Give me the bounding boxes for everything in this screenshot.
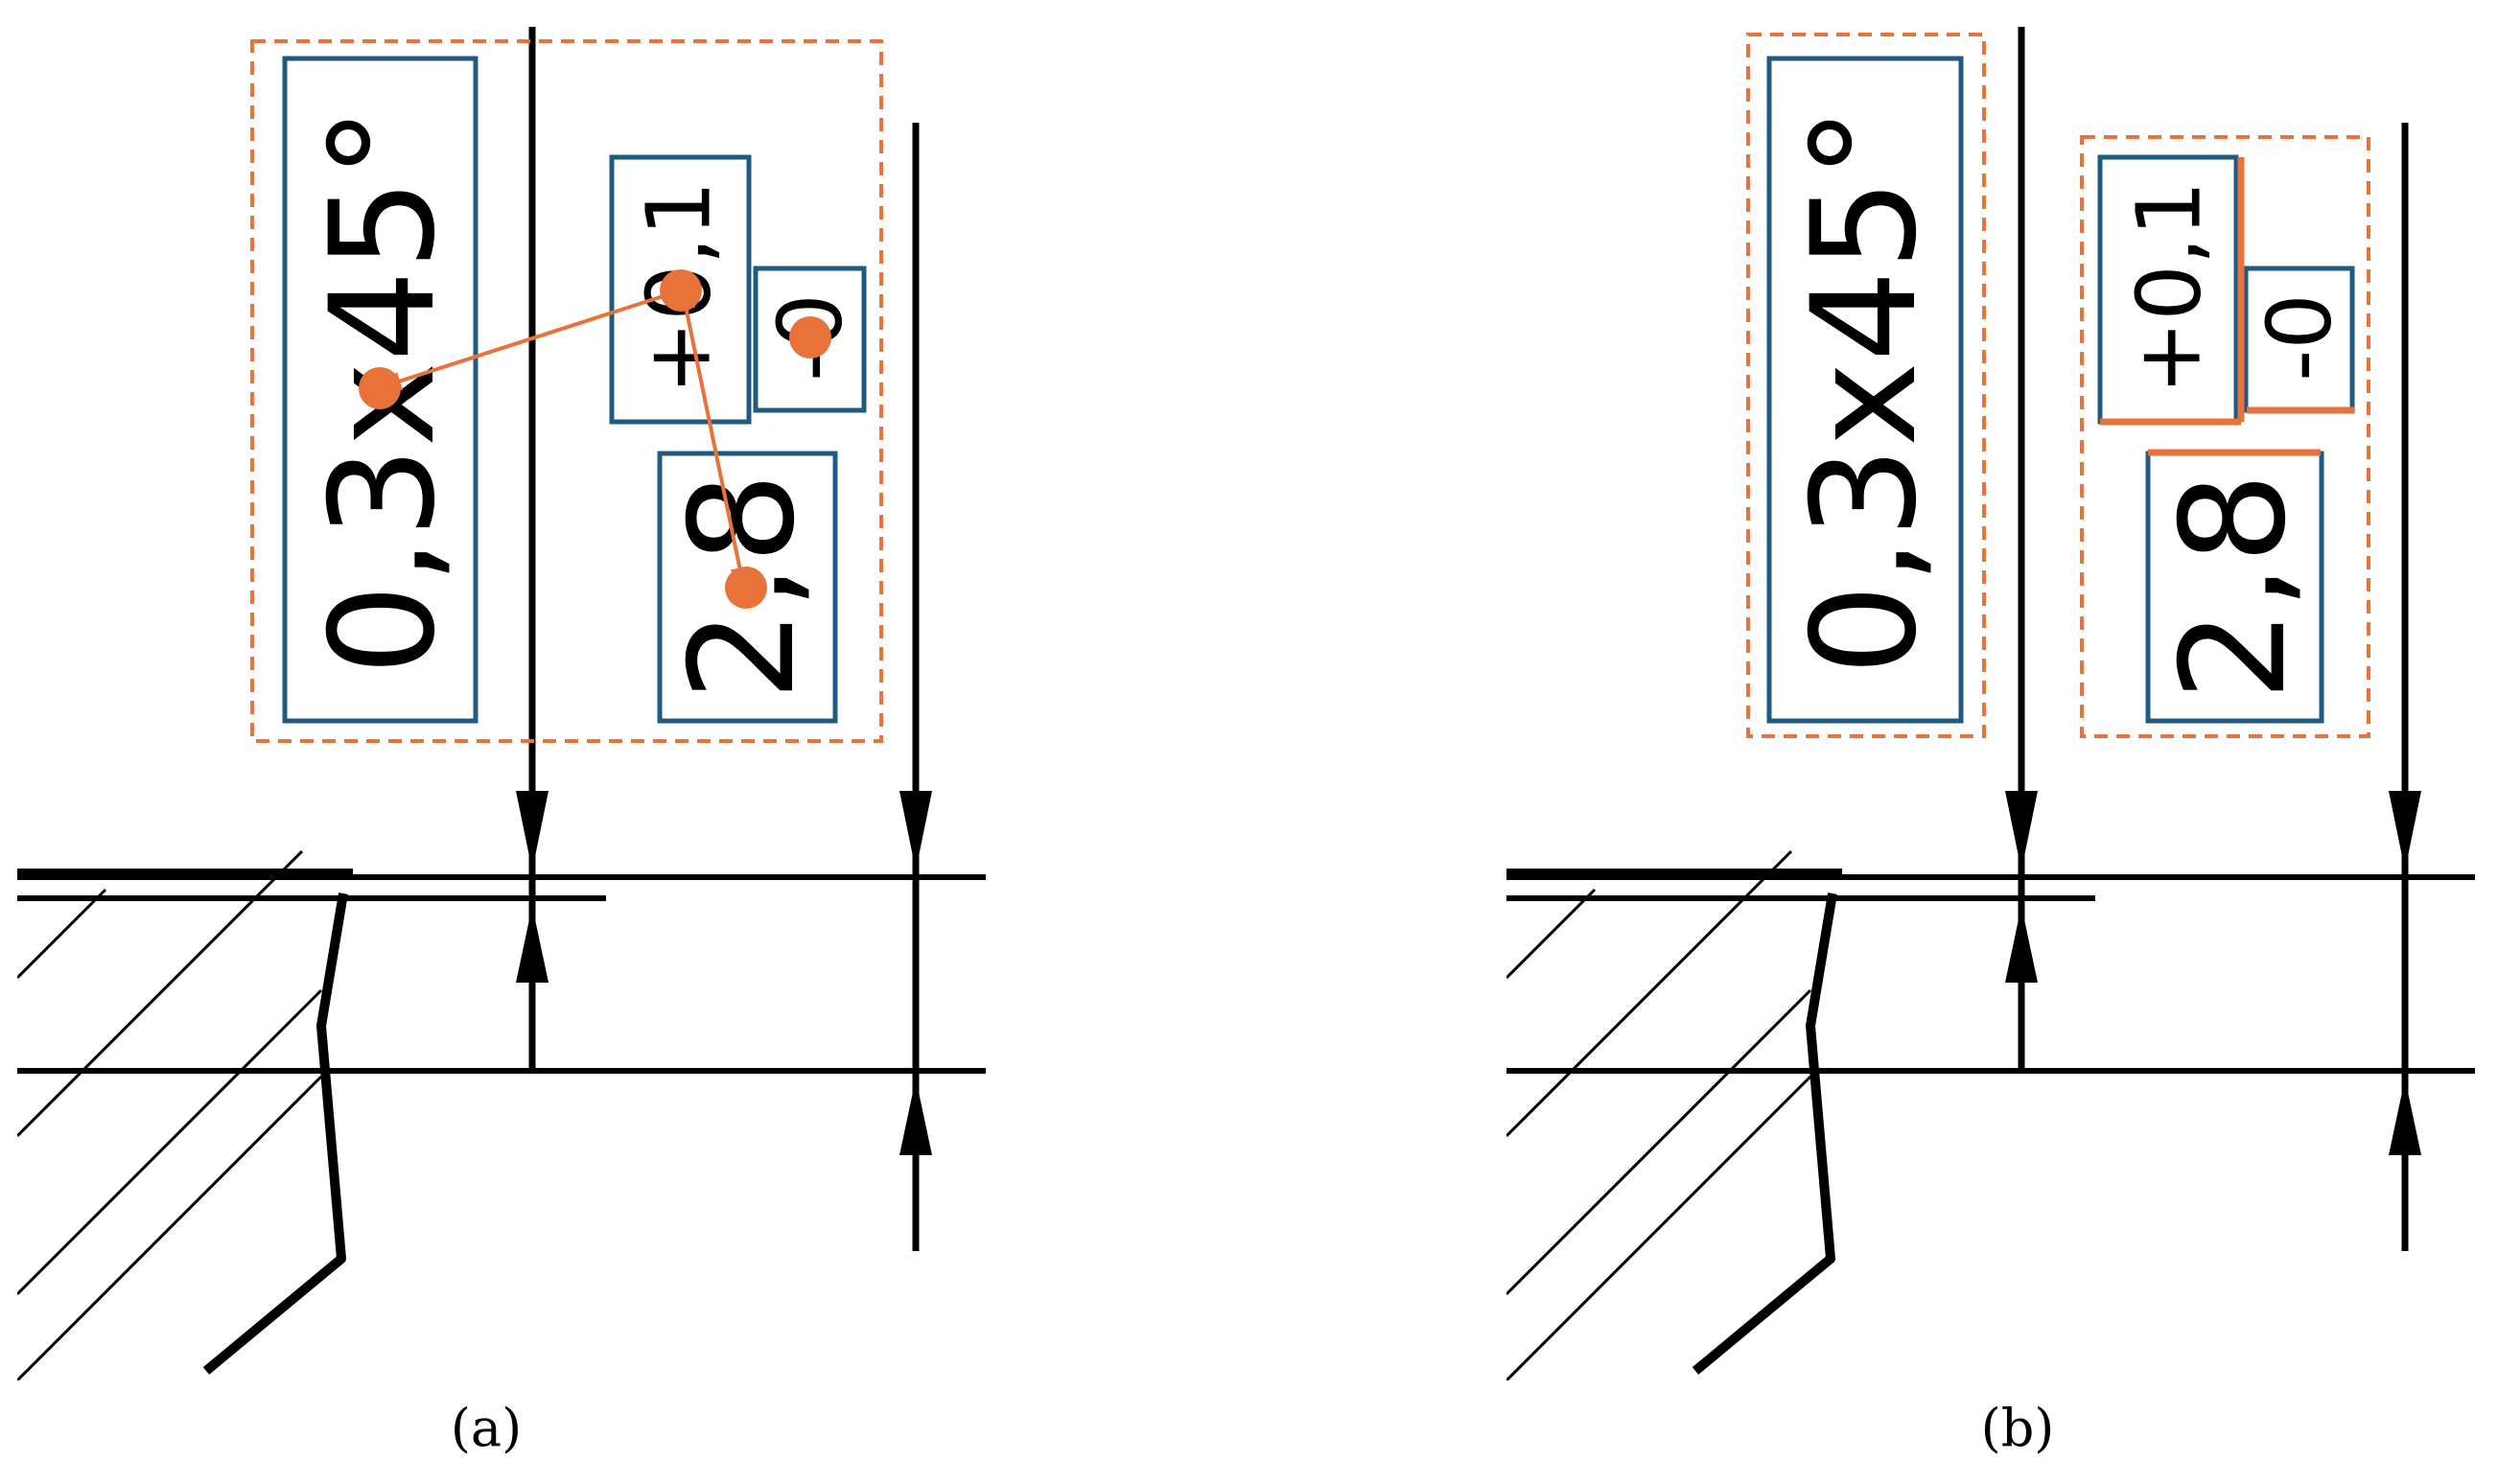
- node-upper-tolerance-a: [660, 269, 702, 312]
- dimension-lines-a: [516, 27, 932, 1251]
- arrowhead-dimension-down-a: [899, 791, 932, 870]
- node-dimension-a: [725, 567, 767, 609]
- caption-b: (b): [1981, 1398, 2055, 1458]
- text-box-chamfer-b: [1766, 56, 1964, 724]
- hatch-lines-a: [17, 849, 323, 1380]
- relation-edge-chamfer-a: [382, 287, 683, 390]
- caption-a: (a): [451, 1398, 522, 1458]
- panel-b: 0,3x45° 2,8 +0,1 -0 (b): [1506, 27, 2475, 1458]
- break-line-a: [202, 893, 348, 1375]
- group-box-dimension-b: [2080, 135, 2370, 738]
- chamfer-label-b: 0,3x45°: [1782, 106, 1949, 675]
- hatch-lines-b: [1506, 849, 1812, 1380]
- relation-edge-dimension-a: [676, 290, 750, 587]
- group-box-chamfer-b: [1746, 33, 1986, 738]
- break-line-b: [1692, 893, 1837, 1375]
- arrowhead-dimension-up-b: [2389, 1078, 2421, 1155]
- group-box-a: [250, 39, 883, 743]
- arrowhead-chamfer-up-b: [2005, 906, 2038, 983]
- relation-graph-a: [359, 269, 831, 609]
- node-chamfer-a: [359, 367, 401, 409]
- arrowhead-dimension-up-a: [899, 1078, 932, 1155]
- dimension-label-b: 2,8: [2151, 473, 2318, 702]
- drawing-b: [1506, 849, 2475, 1380]
- arrowhead-chamfer-down-a: [516, 791, 549, 870]
- upper-tolerance-label-b: +0,1: [2118, 180, 2221, 394]
- dimension-lines-b: [2005, 27, 2421, 1251]
- panel-a: 0,3x45° 2,8 +0,1 -0 (a): [17, 27, 986, 1458]
- arrowhead-dimension-down-b: [2389, 791, 2421, 870]
- node-lower-tolerance-a: [789, 316, 831, 359]
- structure-brackets-b: [2100, 157, 2354, 456]
- arrowhead-chamfer-down-b: [2005, 791, 2038, 870]
- drawing-a: [17, 849, 986, 1380]
- lower-tolerance-label-b: -0: [2249, 293, 2351, 382]
- arrowhead-chamfer-up-a: [516, 906, 549, 983]
- text-box-lower-tolerance-a: [753, 266, 867, 413]
